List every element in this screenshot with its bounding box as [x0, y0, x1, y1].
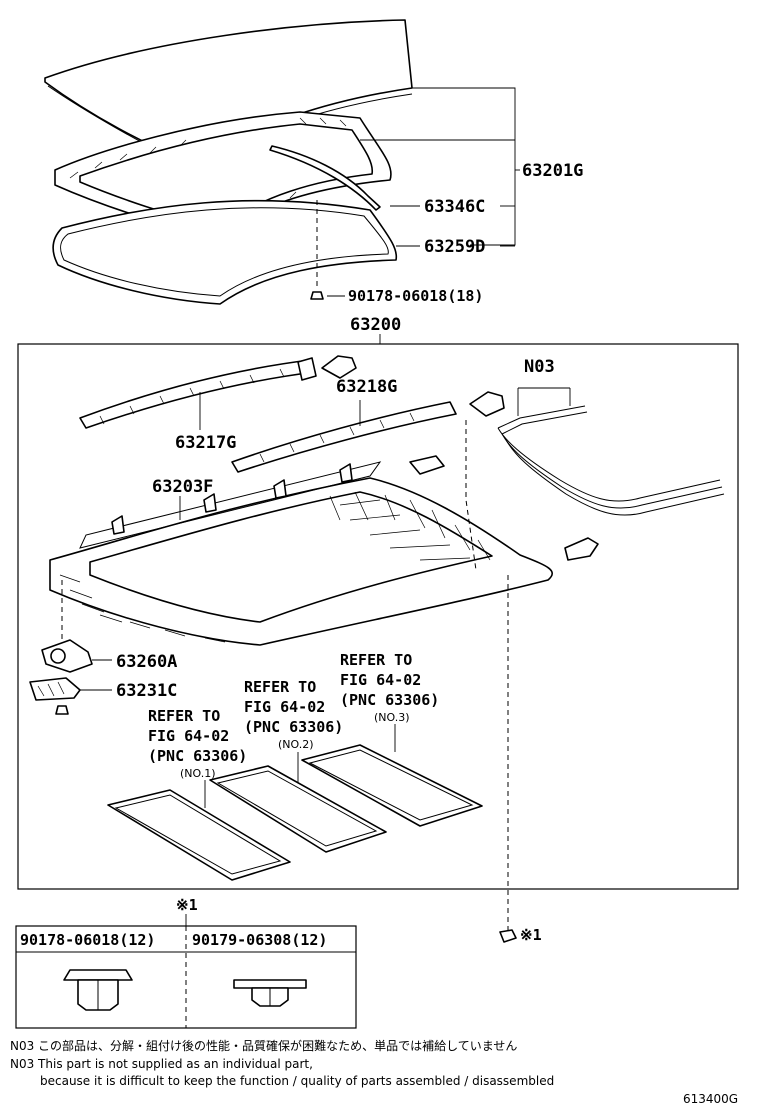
label-weatherstrip-c: 63346C: [424, 197, 485, 217]
note-en-line1: N03 This part is not supplied as an indi…: [10, 1057, 313, 1071]
weatherstrip-c: [269, 145, 381, 211]
note-en-line2: because it is difficult to keep the func…: [40, 1074, 554, 1088]
ref-1-line2: FIG 64-02: [148, 727, 229, 745]
clip-90179-drawing: [233, 979, 307, 1007]
sunroof-motor: [41, 639, 112, 673]
ref-3-line2: FIG 64-02: [340, 671, 421, 689]
drive-cable-n03: [497, 405, 725, 516]
label-frame: 63203F: [152, 477, 213, 497]
rail-right-bracket: [469, 391, 505, 417]
note-jp: N03 この部品は、分解・組付け後の性能・品質確保が困難なため、単品では補給して…: [10, 1038, 517, 1053]
top-clip: [310, 291, 324, 300]
ref-2-line1: REFER TO: [244, 678, 316, 696]
legend-marker: ※1: [176, 896, 198, 914]
label-rail-right: 63218G: [336, 377, 397, 397]
rail-left-bracket: [321, 355, 357, 379]
label-clip-side: ※1: [520, 926, 542, 944]
sunshade-no1: [107, 789, 291, 881]
label-weatherstrip-d: 63259D: [424, 237, 485, 257]
ref-3-line1: REFER TO: [340, 651, 412, 669]
ref-2-line2: FIG 64-02: [244, 698, 325, 716]
label-motor: 63260A: [116, 652, 177, 672]
figure-number: 613400G: [683, 1092, 738, 1106]
label-housing-assy: 63200: [350, 315, 401, 335]
glass-panel: [44, 19, 413, 171]
ref-1-line1: REFER TO: [148, 707, 220, 725]
side-clip: [499, 929, 517, 943]
label-n03: N03: [524, 357, 555, 377]
ref-3-no: (NO.3): [374, 711, 410, 724]
legend-col1: 90178-06018(12): [20, 931, 155, 949]
clip-90178-drawing: [63, 969, 133, 1011]
sunroof-frame: [49, 455, 554, 646]
ref-1-no: (NO.1): [180, 767, 216, 780]
ref-1-line3: (PNC 63306): [148, 747, 247, 765]
label-rail-left: 63217G: [175, 433, 236, 453]
ref-3-line3: (PNC 63306): [340, 691, 439, 709]
label-glass-assy: 63201G: [522, 161, 583, 181]
rail-left: [79, 357, 317, 429]
motor-screw: [55, 705, 69, 715]
frame-side-bracket: [564, 537, 599, 561]
weatherstrip-d: [52, 199, 398, 305]
housing-assy-box: [17, 343, 739, 890]
ref-2-line3: (PNC 63306): [244, 718, 343, 736]
rail-right: [231, 401, 457, 473]
sunshade-no3: [301, 744, 483, 827]
motor-bracket: [29, 677, 112, 701]
label-clip-top: 90178-06018(18): [348, 287, 483, 305]
ref-2-no: (NO.2): [278, 738, 314, 751]
label-bracket: 63231C: [116, 681, 177, 701]
sunshade-no2: [209, 765, 387, 853]
legend-col2: 90179-06308(12): [192, 931, 327, 949]
